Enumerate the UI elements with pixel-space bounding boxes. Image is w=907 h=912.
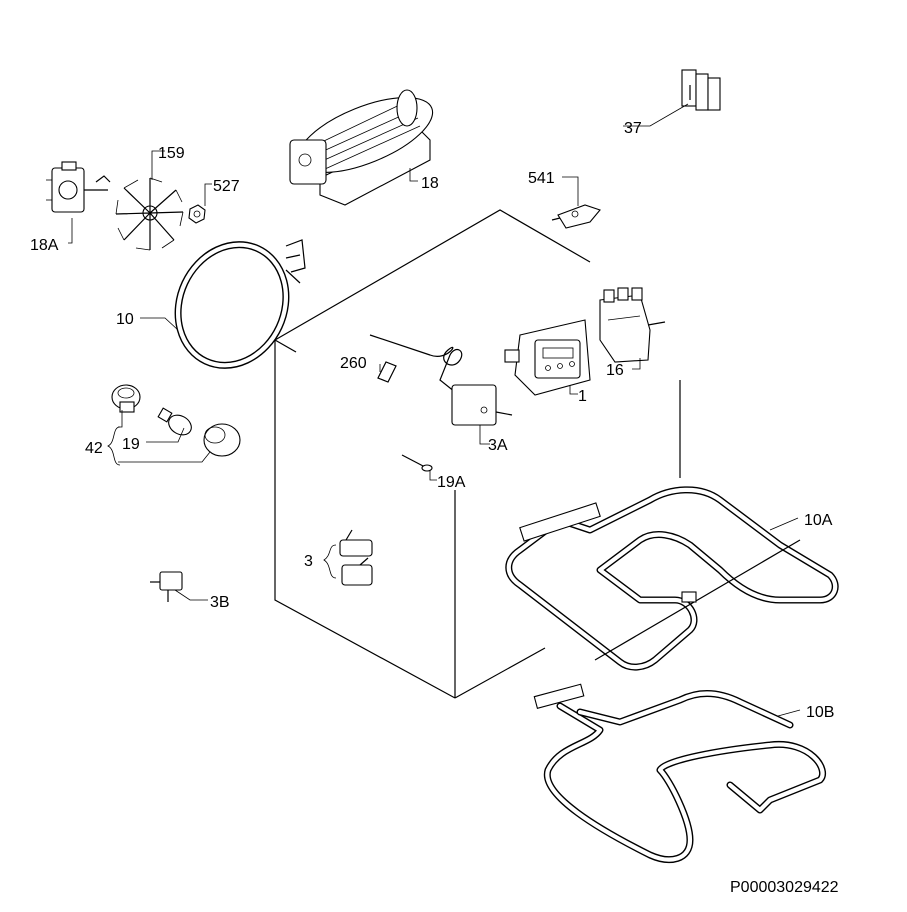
holder-part[interactable]: [551, 204, 601, 229]
circular-heating-element-part[interactable]: [159, 227, 306, 383]
label-42: 42: [85, 440, 103, 457]
grill-element-part[interactable]: [505, 486, 839, 671]
oven-cavity-outline: [274, 209, 681, 699]
label-3b: 3B: [210, 594, 230, 611]
door-switch-part[interactable]: [339, 529, 373, 586]
label-1: 1: [578, 388, 587, 405]
label-19a: 19A: [437, 474, 466, 491]
sensor-probe-part[interactable]: [401, 454, 433, 472]
sensor-clip-part[interactable]: [377, 361, 397, 383]
clip-part[interactable]: [681, 69, 721, 111]
label-18a: 18A: [30, 237, 59, 254]
label-541: 541: [528, 170, 555, 187]
lamp-cover-part[interactable]: [203, 423, 241, 457]
label-527: 527: [213, 178, 240, 195]
label-19: 19: [122, 436, 140, 453]
lamp-bulb-part[interactable]: [157, 407, 195, 439]
label-159: 159: [158, 145, 185, 162]
label-260: 260: [340, 355, 367, 372]
label-3a: 3A: [488, 437, 508, 454]
label-37: 37: [624, 120, 642, 137]
bottom-element-part[interactable]: [533, 683, 826, 863]
part-labels: 159 527 18 18A 10 260 541 37 16 1 3A 42 …: [30, 120, 839, 896]
fan-motor-part[interactable]: [46, 161, 111, 213]
selector-switch-part[interactable]: [599, 287, 666, 363]
microswitch-part[interactable]: [150, 571, 183, 602]
timer-display-part[interactable]: [504, 319, 591, 396]
label-3: 3: [304, 553, 313, 570]
thermostat-part[interactable]: [369, 334, 513, 426]
tangential-fan-part[interactable]: [288, 82, 442, 206]
label-10: 10: [116, 311, 134, 328]
label-16: 16: [606, 362, 624, 379]
label-10b: 10B: [806, 704, 834, 721]
label-10a: 10A: [804, 512, 833, 529]
lamp-holder-part[interactable]: [111, 384, 141, 413]
leader-lines: [68, 103, 801, 717]
label-18: 18: [421, 175, 439, 192]
nut-part[interactable]: [188, 204, 206, 224]
diagram-code: P00003029422: [730, 879, 839, 896]
fan-blade-part[interactable]: [115, 177, 184, 251]
